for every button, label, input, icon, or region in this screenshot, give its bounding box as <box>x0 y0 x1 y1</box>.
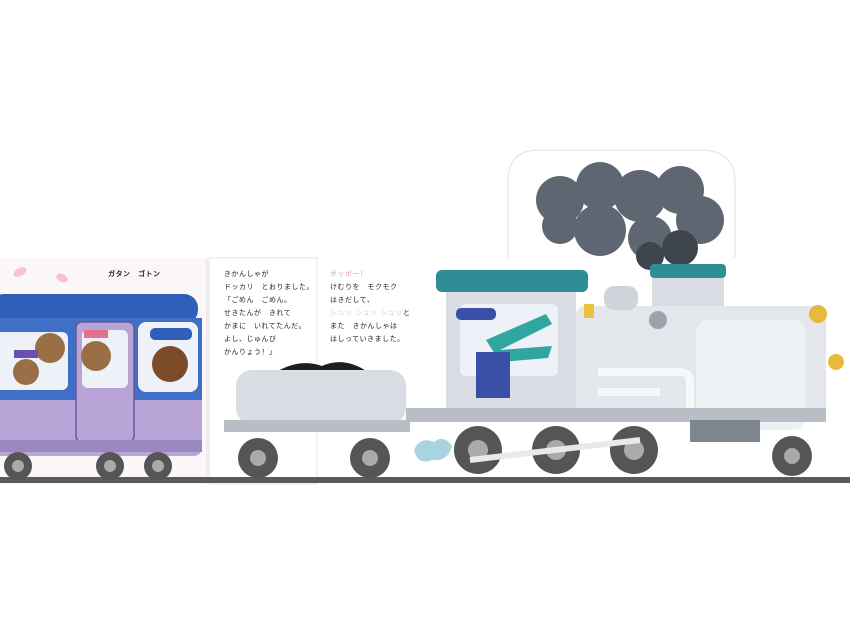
story-line: かんりょう！」 <box>224 348 277 356</box>
smoke <box>536 162 724 260</box>
whistle-text: ポッポー！ <box>330 270 368 278</box>
story-line: 「ごめん ごめん。 <box>224 296 292 304</box>
story-line: けむりを モクモク <box>330 283 398 291</box>
steam-sound-text: シュッ シュッ シュッ <box>330 309 403 317</box>
story-line: シュッ シュッ シュッと <box>330 307 410 320</box>
story-line: きかんしゃが <box>224 270 269 278</box>
story-text-panel3: ポッポー！ けむりを モクモク はきだして、 シュッ シュッ シュッと また き… <box>330 268 410 346</box>
story-text-panel2: きかんしゃが ドッカリ とおりました。 「ごめん ごめん。 せきたんが きれて … <box>224 268 314 359</box>
story-line: はきだして、 <box>330 296 375 304</box>
story-line: かまに いれてたんだ。 <box>224 322 307 330</box>
rail <box>0 477 850 483</box>
story-line: はしっていきました。 <box>330 335 405 343</box>
coal-car <box>224 362 410 478</box>
sound-effect-text: ガタン ゴトン <box>108 270 161 278</box>
story-line: また きかんしゃは <box>330 322 398 330</box>
bus <box>0 294 202 480</box>
story-line: よし、じゅんび <box>224 335 277 343</box>
story-particle: と <box>402 309 411 317</box>
story-line: せきたんが きれて <box>224 309 292 317</box>
locomotive <box>406 162 844 476</box>
story-line: ドッカリ とおりました。 <box>224 283 314 291</box>
